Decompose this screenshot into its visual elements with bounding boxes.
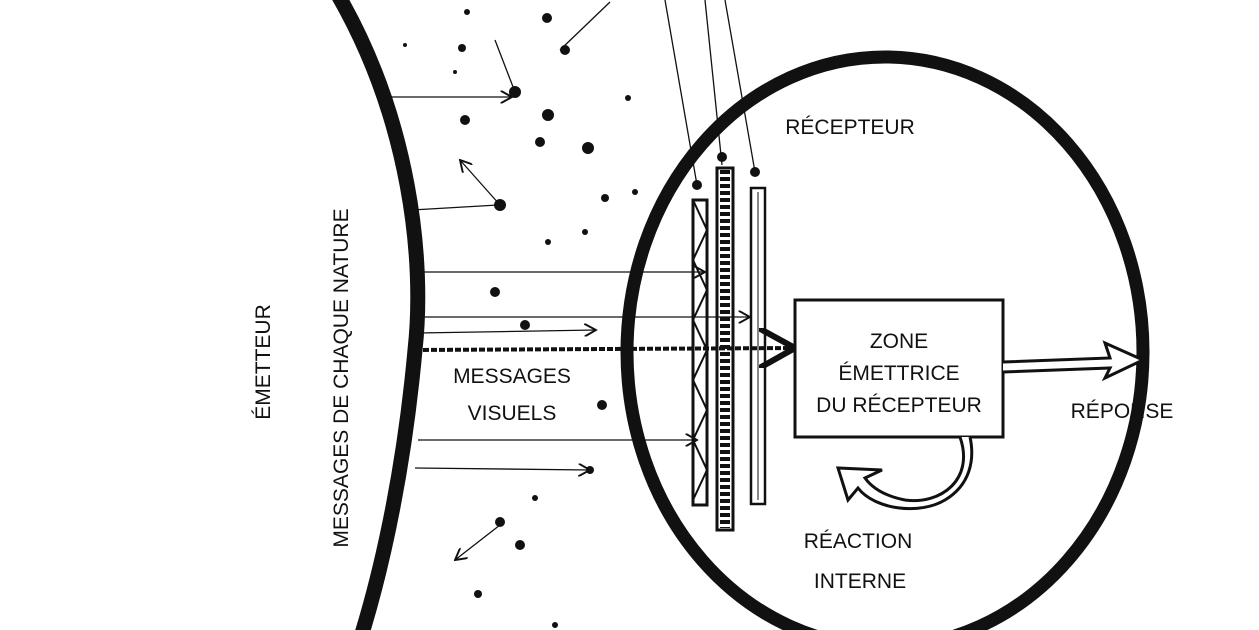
message-particles bbox=[403, 9, 760, 628]
emitter-label: ÉMETTEUR bbox=[252, 304, 275, 420]
zone-label-2: ÉMETTRICE bbox=[838, 362, 959, 385]
receptor-filters bbox=[691, 166, 767, 532]
visual-message-arrow bbox=[414, 348, 795, 350]
zone-label-1: ZONE bbox=[870, 330, 928, 353]
visual-messages-label-1: MESSAGES bbox=[453, 365, 571, 388]
response-label: RÉPONSE bbox=[1071, 400, 1174, 423]
response-arrow bbox=[1002, 340, 1147, 382]
message-lines bbox=[390, 0, 756, 560]
internal-reaction-label-1: RÉACTION bbox=[804, 530, 913, 553]
internal-reaction-arrow bbox=[835, 436, 974, 511]
receiver-label: RÉCEPTEUR bbox=[785, 116, 915, 139]
all-messages-label: MESSAGES DE CHAQUE NATURE bbox=[330, 208, 353, 547]
zone-label-3: DU RÉCEPTEUR bbox=[816, 394, 982, 417]
emitting-zone-box bbox=[793, 298, 1005, 439]
internal-reaction-label-2: INTERNE bbox=[814, 570, 906, 593]
receiver-boundary bbox=[620, 50, 1150, 630]
visual-messages-label-2: VISUELS bbox=[468, 402, 557, 425]
